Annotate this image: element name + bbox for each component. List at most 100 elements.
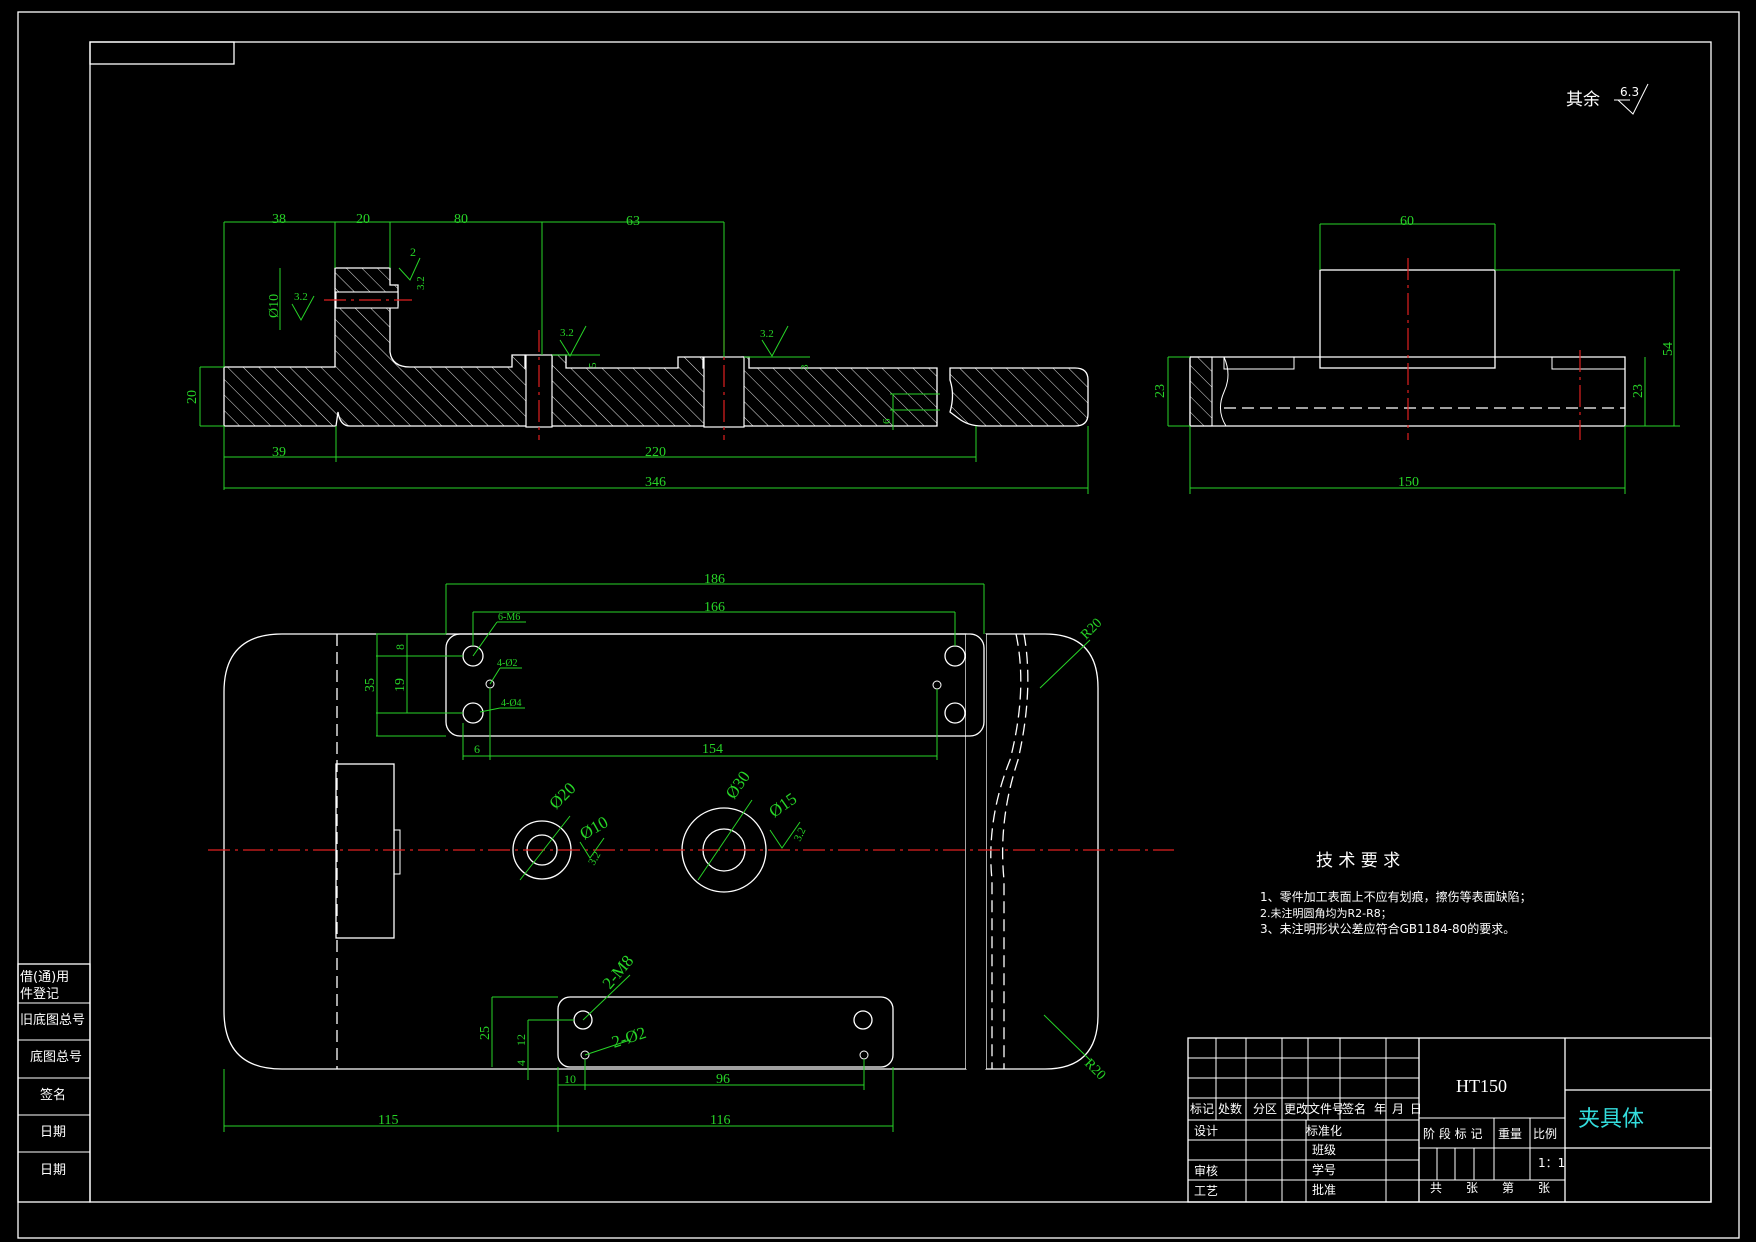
dim-39: 39 — [272, 445, 286, 460]
dim-10: 10 — [564, 1072, 576, 1086]
tb-design: 设计 — [1194, 1124, 1218, 1138]
label-d15: Ø15 — [765, 789, 800, 821]
inner-border — [89, 41, 1712, 1203]
bottom-slot — [557, 996, 894, 1068]
dim-186: 186 — [704, 572, 725, 587]
side-row-5: 签名 — [40, 1087, 66, 1103]
rough-small: 3.2 — [586, 850, 603, 868]
tb-scale-value: 1：1 — [1538, 1156, 1565, 1170]
tb-material: HT150 — [1456, 1076, 1507, 1096]
tech-req-title: 技 术 要 求 — [1316, 851, 1400, 871]
hole-d2 — [859, 1050, 869, 1060]
tb-part-name: 夹具体 — [1578, 1107, 1644, 1132]
default-roughness-note: 其余 6.3 — [1566, 83, 1649, 115]
top-outline-left — [223, 633, 967, 1070]
side-row-3: 旧底图总号 — [20, 1012, 85, 1028]
roughness-icon — [559, 325, 587, 357]
label-d30: Ø30 — [722, 767, 754, 802]
tb-stage: 阶 段 标 记 — [1423, 1126, 1482, 1141]
front-section-body — [223, 267, 938, 427]
label-6m6: 6-M6 — [498, 612, 520, 623]
side-record-table: 借(通)用 件登记 旧底图总号 底图总号 签名 日期 日期 — [17, 963, 91, 1203]
break-line-2 — [1001, 633, 1029, 1069]
dim-6: 6 — [474, 742, 480, 756]
tb-scale-label: 比例 — [1533, 1127, 1557, 1141]
dim-116: 116 — [710, 1113, 730, 1128]
label-d20: Ø20 — [545, 779, 579, 813]
label-2m8: 2-M8 — [599, 951, 638, 992]
tb-sheets: 共 张 第 张 — [1430, 1181, 1550, 1195]
corner-code-box — [89, 41, 235, 65]
roughness-icon — [761, 325, 789, 357]
dim-35: 35 — [363, 678, 378, 692]
dim-38: 38 — [272, 212, 286, 227]
rough-bore: 3.2 — [294, 291, 308, 303]
radius-bottom: R20 — [1081, 1056, 1108, 1083]
rough-large-bore: 3.2 — [760, 328, 774, 340]
tb-review: 审核 — [1194, 1163, 1218, 1178]
dim-side-23-left: 23 — [1153, 384, 1168, 398]
radius-top: R20 — [1078, 616, 1105, 643]
side-section-hatch — [1189, 356, 1213, 427]
tb-year: 年 — [1374, 1102, 1386, 1116]
dim-96: 96 — [716, 1072, 730, 1087]
hole-m8 — [853, 1010, 873, 1030]
tb-weight: 重量 — [1498, 1127, 1522, 1141]
dim-4: 4 — [514, 1060, 528, 1066]
dim-side-23-right: 23 — [1631, 384, 1646, 398]
tb-approve: 批准 — [1312, 1182, 1336, 1197]
dim-20: 20 — [356, 212, 370, 227]
side-row-1: 借(通)用 — [20, 970, 69, 985]
rough-slot: 3.2 — [415, 276, 427, 290]
roughness-symbol-icon — [1617, 83, 1649, 115]
dim-side-150: 150 — [1398, 475, 1419, 490]
top-outline-right — [985, 633, 1099, 1070]
dim-115: 115 — [378, 1113, 398, 1128]
dim-80: 80 — [454, 212, 468, 227]
tech-req-item-1: 1、零件加工表面上不应有划痕，擦伤等表面缺陷； — [1260, 889, 1532, 904]
dim-slot-b: 5 — [587, 362, 599, 368]
dim-166: 166 — [704, 600, 725, 615]
hole-m6 — [944, 645, 966, 667]
hole-d2 — [932, 680, 942, 690]
title-block: 标记 处数 分区 更改文件号 签名 年 月 日 设计 审核 工艺 标准化 班级 … — [1187, 1037, 1712, 1203]
dim-8: 8 — [393, 644, 407, 650]
roughness-note-label: 其余 — [1566, 90, 1600, 110]
dim-63: 63 — [626, 214, 640, 229]
top-slot — [445, 633, 985, 737]
tech-req-item-3: 3、未注明形状公差应符合GB1184-80的要求。 — [1260, 921, 1515, 936]
roughness-icon — [398, 257, 421, 281]
side-upright — [1319, 269, 1496, 369]
side-row-6: 日期 — [40, 1125, 66, 1140]
tech-requirements: 技 术 要 求 1、零件加工表面上不应有划痕，擦伤等表面缺陷； 2.未注明圆角均… — [1260, 851, 1532, 936]
roughness-note-value: 6.3 — [1620, 85, 1639, 99]
tb-mark: 标记 — [1190, 1102, 1214, 1116]
tb-process: 工艺 — [1194, 1184, 1218, 1198]
side-row-2: 件登记 — [20, 987, 59, 1002]
dim-side-54: 54 — [1661, 342, 1676, 356]
tb-sign: 签名 — [1342, 1101, 1366, 1116]
roughness-icon — [291, 295, 315, 322]
front-section-right — [949, 367, 1089, 427]
label-4d4: 4-Ø4 — [501, 698, 522, 709]
dim-12: 12 — [514, 1034, 528, 1046]
dim-19: 19 — [393, 678, 408, 692]
hole-m6 — [462, 702, 484, 724]
dim-25: 25 — [478, 1026, 493, 1040]
tb-zone: 分区 — [1253, 1102, 1277, 1116]
tb-month: 月 — [1392, 1102, 1404, 1116]
tb-change-doc: 更改文件号 — [1284, 1101, 1344, 1116]
dim-346: 346 — [645, 475, 666, 490]
dim-side-60: 60 — [1400, 214, 1414, 229]
tb-standard: 标准化 — [1306, 1124, 1342, 1138]
upright-block — [335, 763, 395, 939]
label-d10: Ø10 — [577, 812, 612, 843]
front-view: 38 20 80 63 20 Ø10 3.2 2 3.2 3.2 5 3.2 3… — [185, 212, 1089, 494]
tech-req-item-2: 2.未注明圆角均为R2-R8； — [1260, 906, 1392, 920]
dim-slot-c: 3 — [799, 364, 811, 370]
side-row-7: 日期 — [40, 1163, 66, 1178]
outer-border — [17, 11, 1740, 1239]
tb-student-id: 学号 — [1312, 1162, 1336, 1177]
top-view: 186 166 6-M6 4-Ø2 4-Ø4 8 35 19 6 154 R20 — [208, 572, 1174, 1132]
